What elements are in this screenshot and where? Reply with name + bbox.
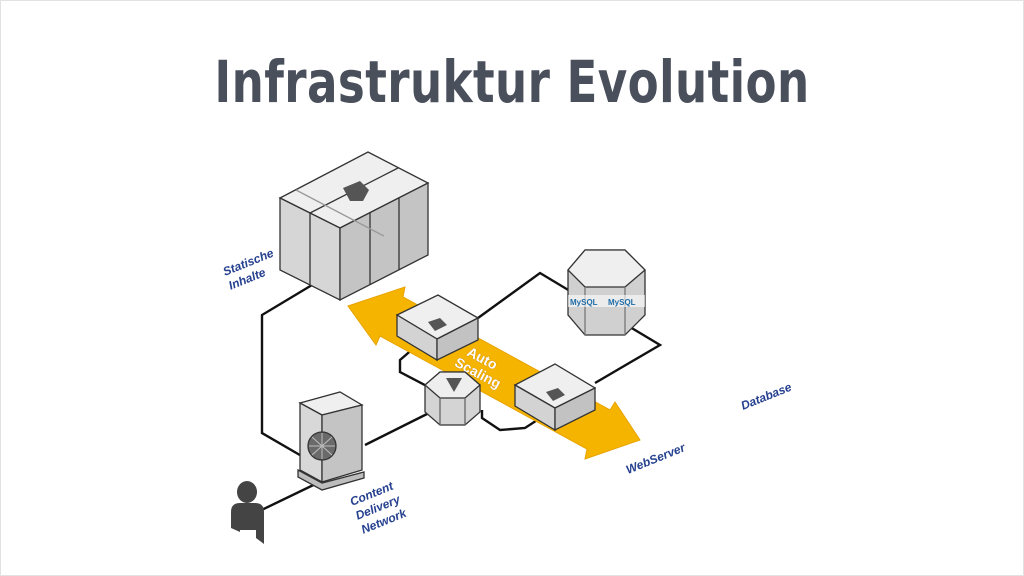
static-storage-icon [278, 151, 430, 302]
user-icon [231, 481, 264, 544]
static-content-label: Statische Inhalte [221, 245, 284, 293]
mysql-label-right: MySQL [608, 298, 636, 307]
load-balancer-icon [424, 371, 481, 426]
mysql-database-icon: MySQL MySQL [567, 249, 646, 336]
mysql-label-left: MySQL [570, 298, 598, 307]
web-server-icon-1 [395, 294, 480, 362]
cdn-icon [297, 391, 365, 491]
line-storage-cdn [260, 283, 313, 460]
database-label: Database [739, 380, 794, 413]
line-lb-web1 [398, 346, 441, 395]
web-server-icon-2 [513, 363, 597, 432]
webserver-label: WebServer [624, 440, 688, 477]
line-lb-web2 [480, 410, 546, 432]
cdn-label: Content Delivery Network [348, 477, 411, 537]
page-title: Infrastruktur Evolution [214, 48, 810, 116]
